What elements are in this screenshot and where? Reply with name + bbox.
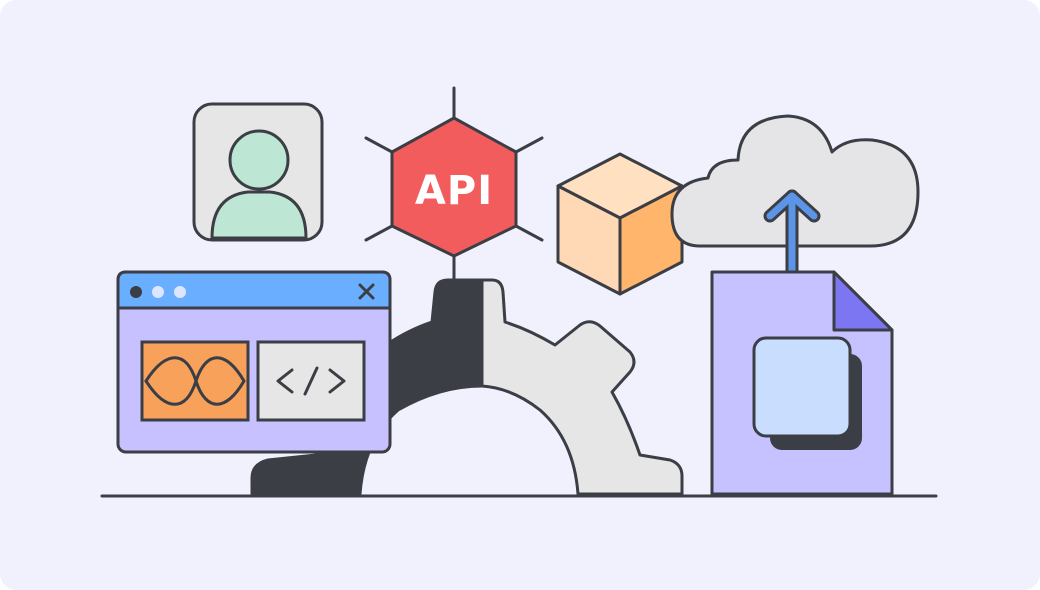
user-avatar-icon [192, 102, 324, 242]
code-icon [276, 366, 346, 396]
cloud-icon [670, 114, 920, 248]
window-dot-icon [174, 286, 186, 298]
browser-window [116, 270, 392, 454]
wave-panel [140, 340, 250, 422]
close-icon [358, 283, 375, 300]
upload-arrow-icon [763, 189, 821, 281]
cube-icon [556, 152, 684, 296]
window-dot-icon [130, 286, 142, 298]
file-icon [710, 270, 894, 496]
image-thumbnail-icon [752, 336, 852, 438]
api-badge-label: API [415, 168, 493, 214]
api-badge: API [364, 86, 544, 288]
code-panel [256, 340, 366, 422]
window-dot-icon [152, 286, 164, 298]
window-titlebar [116, 270, 392, 310]
